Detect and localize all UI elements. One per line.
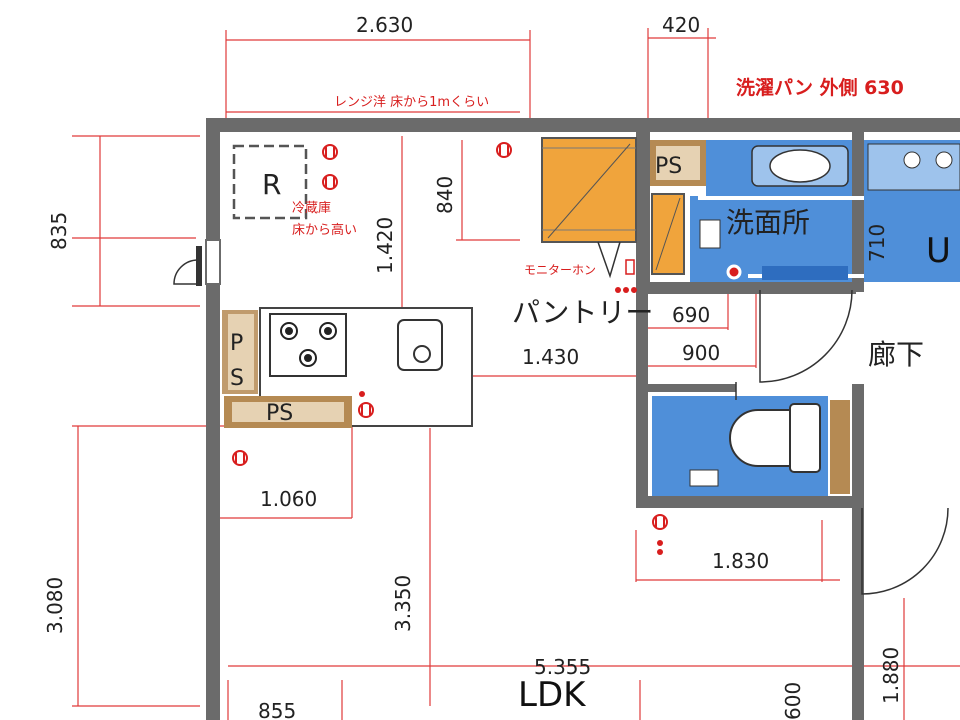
dim-5355: 5.355 — [534, 655, 591, 679]
dim-710: 710 — [865, 224, 889, 262]
fridge-label: R — [262, 168, 281, 201]
dim-3080: 3.080 — [43, 577, 67, 634]
washroom-marker-icon — [726, 264, 742, 280]
dim-top-kitchen: 2.630 — [356, 13, 413, 37]
dim-pantry: 1.430 — [522, 345, 579, 369]
outlet-icon — [496, 142, 512, 158]
fridge-space: R — [232, 144, 308, 220]
dim-1420: 1.420 — [373, 217, 397, 274]
dim-1830: 1.830 — [712, 549, 769, 573]
ps-top: PS — [650, 140, 706, 186]
bath-area: U — [864, 140, 960, 282]
dim-3350: 3.350 — [391, 575, 415, 632]
svg-text:PS: PS — [655, 154, 682, 179]
dim-835: 835 — [47, 212, 71, 250]
doors — [735, 289, 949, 595]
pantry-label: パントリー — [512, 296, 653, 329]
svg-text:P: P — [230, 331, 243, 356]
dim-top-ps: 420 — [662, 13, 700, 37]
dim-855: 855 — [258, 699, 296, 720]
corridor-label: 廊下 — [868, 338, 924, 371]
dim-690: 690 — [672, 303, 710, 327]
dim-1060: 1.060 — [260, 487, 317, 511]
svg-text:S: S — [230, 366, 244, 391]
ps-left: P S — [222, 310, 258, 394]
outlet-icon — [358, 402, 374, 418]
washroom: 洗面所 — [690, 140, 912, 282]
walls — [205, 118, 960, 720]
svg-text:PS: PS — [266, 401, 293, 426]
pantry-storage — [541, 137, 685, 275]
exterior-door — [173, 246, 202, 286]
washroom-label: 洗面所 — [726, 206, 810, 239]
dim-840: 840 — [433, 176, 457, 214]
toilet-room — [652, 396, 850, 496]
ps-bottom: PS — [224, 396, 352, 428]
fridge-note-2: 床から高い — [292, 222, 357, 238]
outlet-icon — [322, 144, 338, 160]
ldk-label: LDK — [518, 675, 587, 715]
outlet-icon — [322, 174, 338, 190]
dimension-lines — [72, 28, 960, 720]
laundry-pan-note: 洗濯パン 外側 630 — [736, 76, 904, 99]
fridge-note-1: 冷蔵庫 — [292, 201, 331, 216]
outlet-icon — [652, 514, 668, 530]
outlet-markers — [232, 142, 668, 555]
svg-text:U: U — [926, 231, 951, 271]
dim-1880: 1.880 — [879, 647, 903, 704]
outlet-icon — [232, 450, 248, 466]
range-note: レンジ洋 床から1mくらい — [334, 95, 489, 110]
dim-900: 900 — [682, 341, 720, 365]
stove-burners-icon — [280, 322, 337, 367]
sink-icon — [397, 319, 443, 371]
dim-600: 600 — [781, 682, 805, 720]
monitor-phone-note: モニターホン — [524, 263, 596, 277]
